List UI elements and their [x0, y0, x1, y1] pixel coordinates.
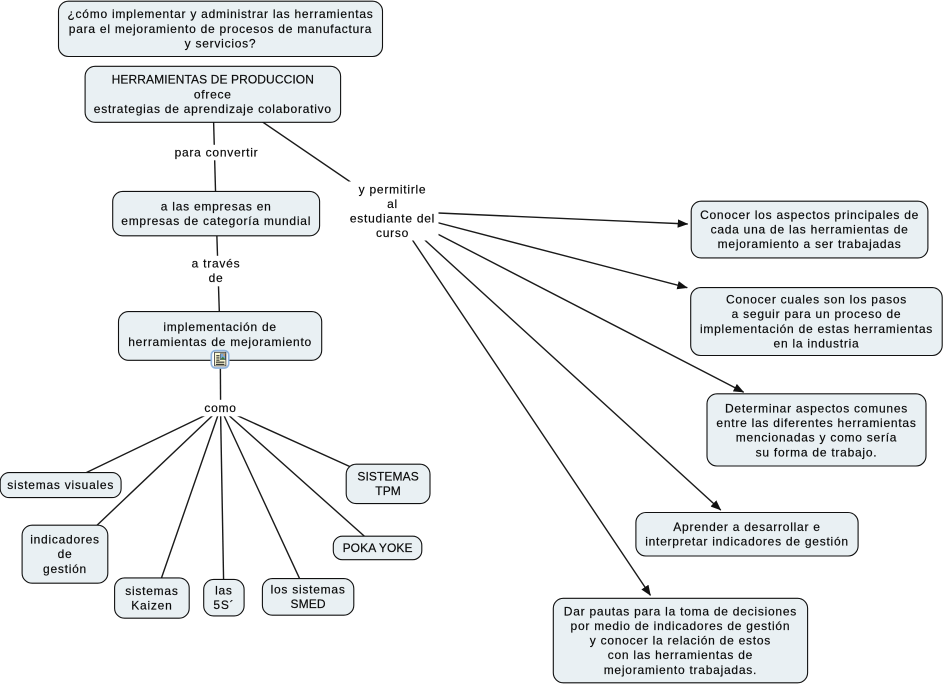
svg-text:estrategias de aprendizaje col: estrategias de aprendizaje colaborativo [94, 102, 332, 116]
svg-text:de: de [58, 547, 73, 561]
svg-text:HERRAMIENTAS DE PRODUCCION: HERRAMIENTAS DE PRODUCCION [112, 73, 314, 87]
svg-text:estudiante del: estudiante del [350, 212, 435, 226]
svg-text:como: como [204, 401, 236, 415]
svg-text:implementación de estas herram: implementación de estas herramientas [700, 322, 933, 336]
svg-text:a través: a través [192, 257, 241, 271]
svg-text:herramientas de mejoramiento: herramientas de mejoramiento [128, 335, 312, 349]
svg-text:gestión: gestión [43, 562, 87, 576]
svg-text:POKA YOKE: POKA YOKE [343, 541, 413, 555]
svg-text:cada una de las herramientas d: cada una de las herramientas de [711, 223, 909, 237]
svg-text:a seguir para un proceso de: a seguir para un proceso de [732, 307, 902, 321]
svg-text:implementación de: implementación de [163, 320, 276, 334]
svg-text:y servicios?: y servicios? [185, 36, 257, 50]
svg-text:con las herramientas de: con las herramientas de [608, 648, 753, 662]
svg-text:los sistemas: los sistemas [271, 583, 346, 597]
svg-text:SISTEMAS: SISTEMAS [357, 470, 418, 484]
svg-text:curso: curso [376, 226, 409, 240]
svg-text:sistemas visuales: sistemas visuales [7, 478, 114, 492]
svg-text:Kaizen: Kaizen [131, 598, 172, 612]
svg-text:por medio de indicadores de ge: por medio de indicadores de gestión [571, 619, 791, 633]
svg-text:Determinar aspectos comunes: Determinar aspectos comunes [725, 402, 908, 416]
svg-text:de: de [209, 271, 224, 285]
svg-text:mejoramiento trabajadas.: mejoramiento trabajadas. [604, 663, 757, 677]
svg-text:y permitirle: y permitirle [359, 182, 427, 196]
svg-text:y conocer la relación de estos: y conocer la relación de estos [590, 634, 771, 648]
svg-text:Dar pautas para la toma de dec: Dar pautas para la toma de decisiones [564, 604, 797, 618]
svg-text:para convertir: para convertir [175, 146, 259, 160]
svg-text:interpretar indicadores de ges: interpretar indicadores de gestión [645, 535, 849, 549]
svg-text:al: al [387, 197, 398, 211]
svg-text:las: las [215, 583, 233, 597]
svg-text:su forma de trabajo.: su forma de trabajo. [756, 445, 878, 459]
svg-text:mencionadas y como sería: mencionadas y como sería [736, 431, 897, 445]
svg-text:mejoramiento a ser trabajadas: mejoramiento a ser trabajadas [718, 237, 902, 251]
svg-text:Conocer cuales son los pasos: Conocer cuales son los pasos [726, 293, 907, 307]
svg-text:a las empresas en: a las empresas en [161, 199, 272, 213]
svg-text:¿cómo implementar y administra: ¿cómo implementar y administrar las herr… [67, 7, 373, 21]
svg-text:Conocer los aspectos principal: Conocer los aspectos principales de [700, 208, 919, 222]
svg-text:sistemas: sistemas [125, 584, 178, 598]
svg-text:TPM: TPM [375, 484, 401, 498]
svg-text:5S´: 5S´ [213, 598, 234, 612]
svg-text:empresas de categoría mundial: empresas de categoría mundial [121, 214, 311, 228]
svg-text:para el mejoramiento de proces: para el mejoramiento de procesos de manu… [69, 22, 372, 36]
svg-text:indicadores: indicadores [30, 533, 100, 547]
svg-text:Aprender a desarrollar e: Aprender a desarrollar e [673, 520, 820, 534]
svg-text:SMED: SMED [291, 597, 326, 611]
svg-text:entre las diferentes herramien: entre las diferentes herramientas [716, 416, 916, 430]
svg-text:en la industria: en la industria [774, 336, 860, 350]
svg-text:ofrece: ofrece [194, 87, 232, 101]
